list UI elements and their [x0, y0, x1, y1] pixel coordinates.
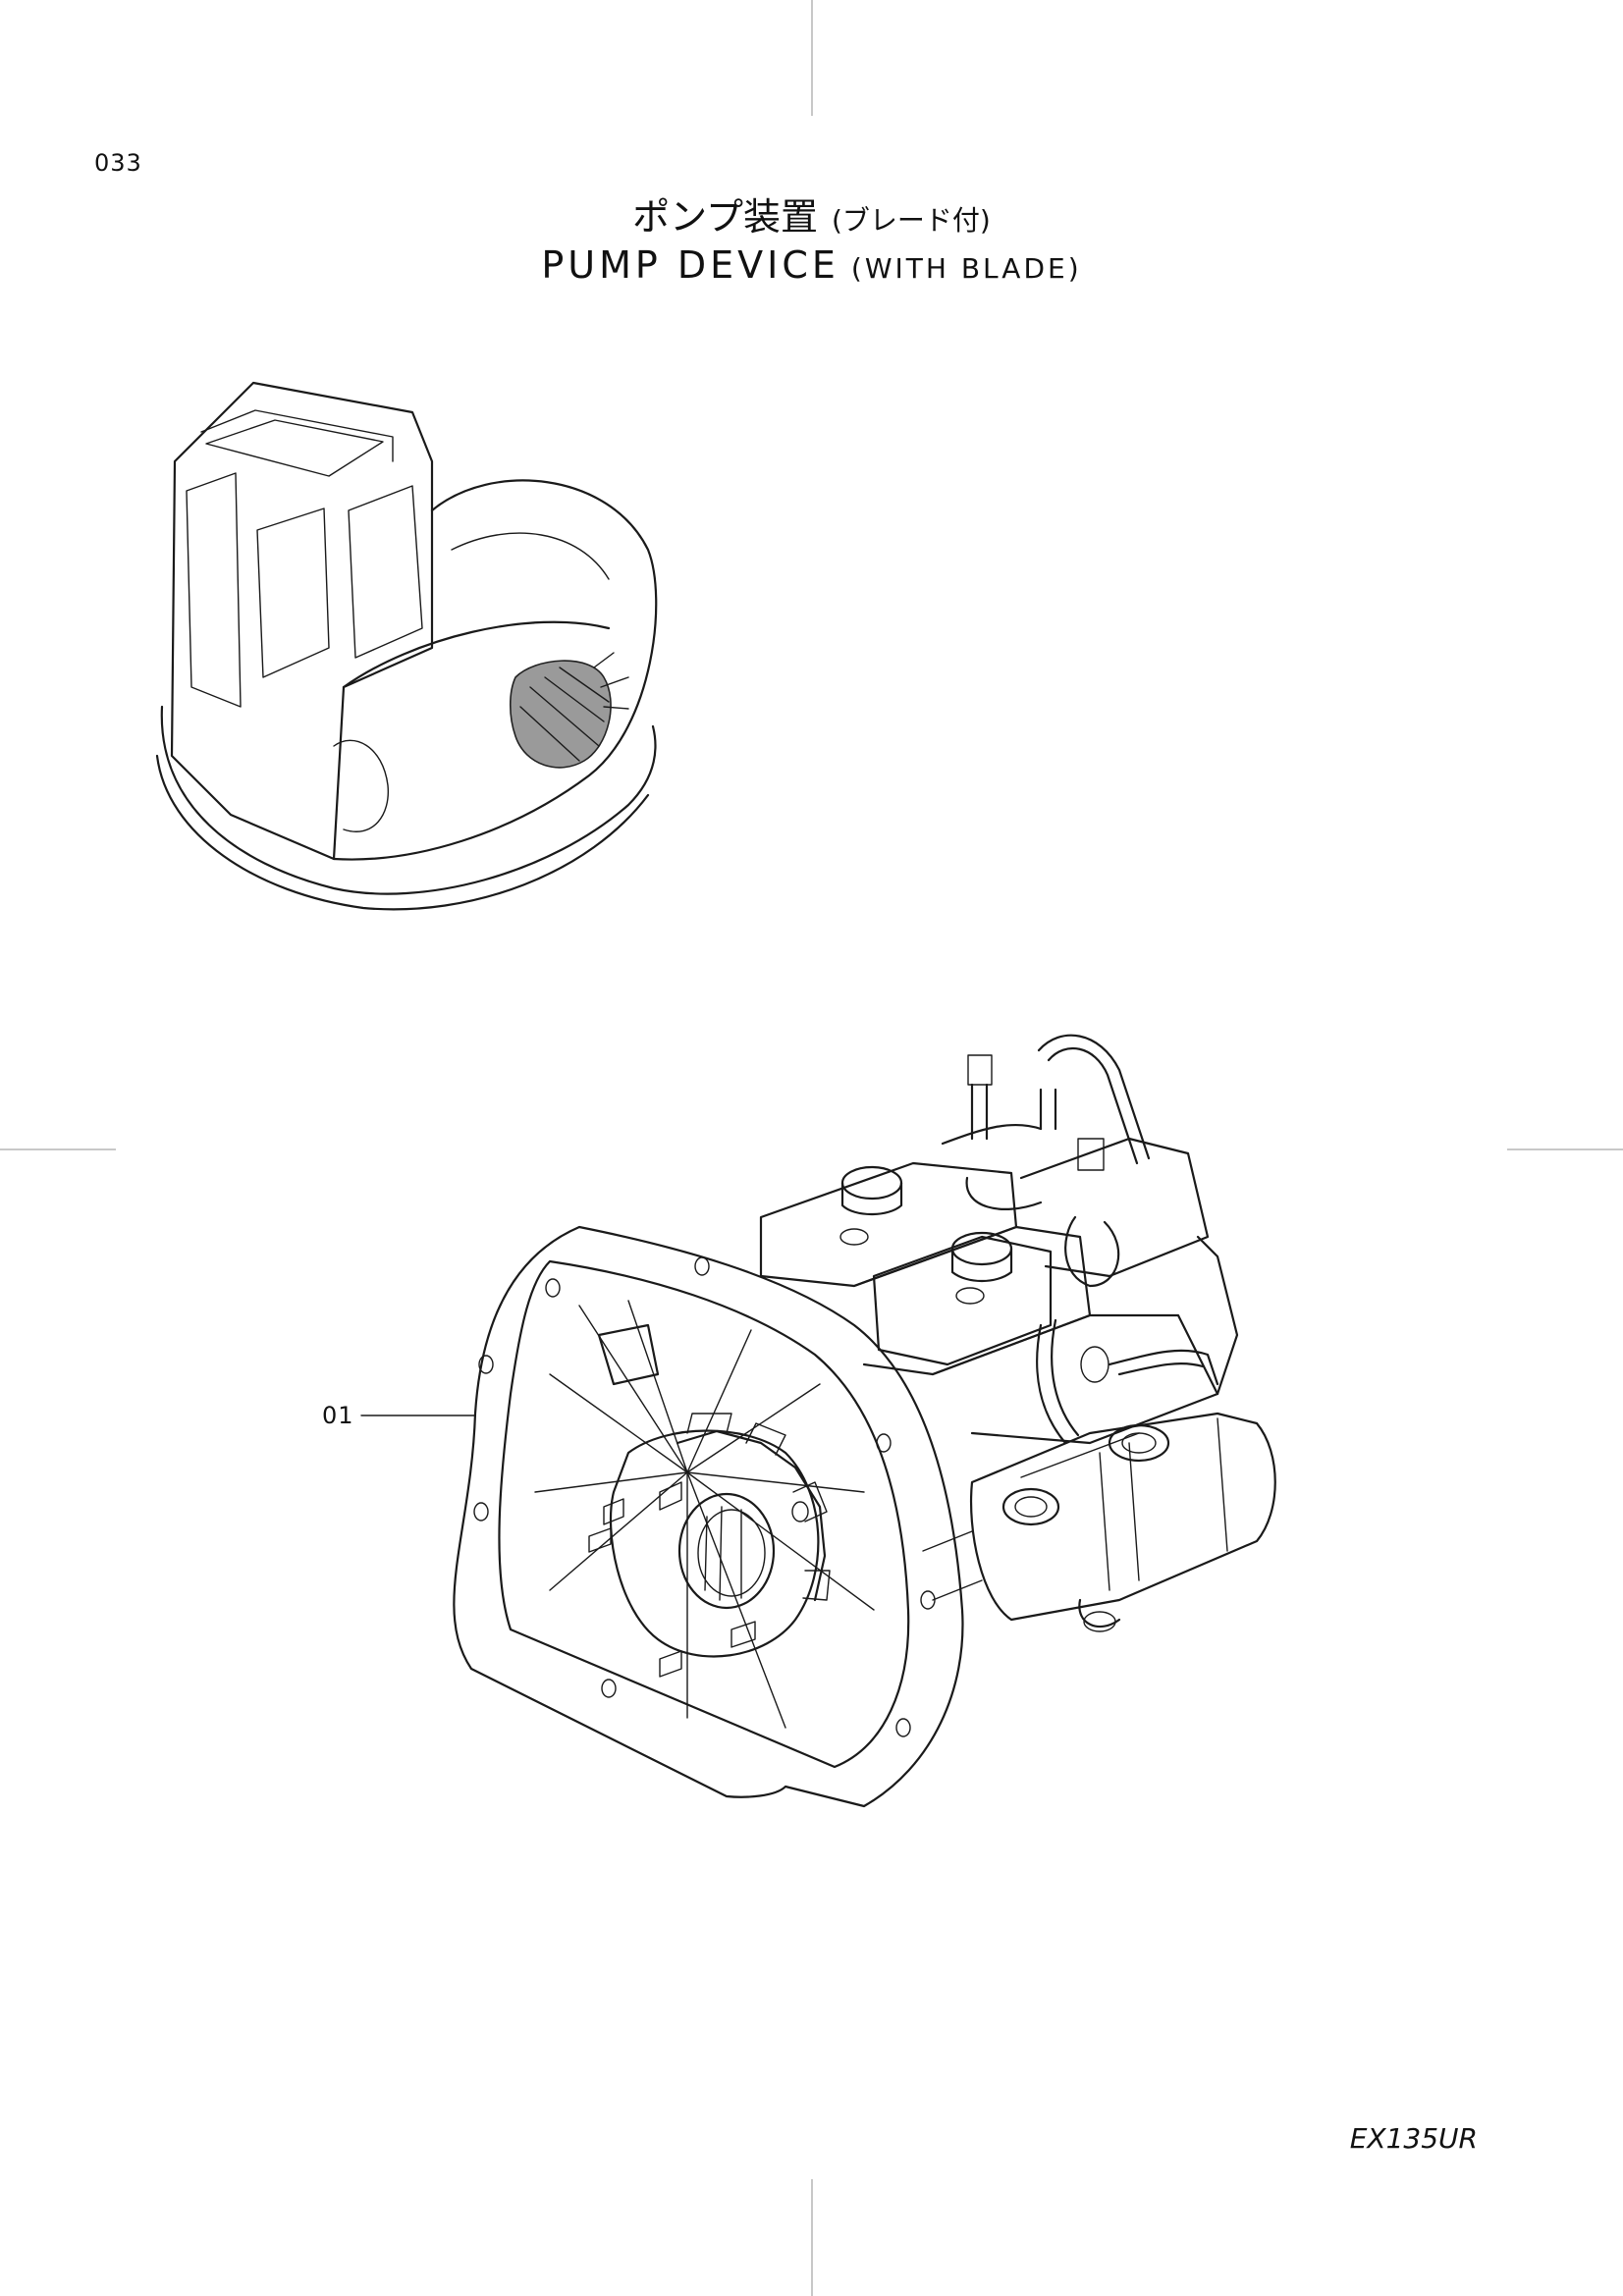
excavator-cab	[170, 381, 434, 861]
callout-label-01: 01	[322, 1402, 354, 1429]
pilot-piping	[941, 1034, 1219, 1445]
crop-mark-right	[1507, 1148, 1623, 1150]
excavator-body	[155, 479, 658, 911]
pump-main-body	[759, 1137, 1239, 1445]
housing-ribs	[534, 1300, 875, 1729]
title-english-main: PUMP DEVICE	[541, 243, 839, 287]
crop-mark-bottom	[811, 2179, 813, 2296]
title-japanese-main: ポンプ装置	[632, 195, 818, 239]
model-name: EX135UR	[1349, 2122, 1478, 2155]
crop-mark-top	[811, 0, 813, 116]
coupling-hub	[609, 1413, 831, 1658]
title-japanese-sub: (ブレード付)	[832, 204, 991, 237]
title-english: PUMP DEVICE (WITH BLADE)	[0, 243, 1623, 287]
hub-studs	[588, 1481, 756, 1678]
crop-mark-left	[0, 1148, 116, 1150]
title-japanese: ポンプ装置 (ブレード付)	[0, 187, 1623, 240]
page-number: 033	[94, 149, 142, 177]
title-english-sub: (WITH BLADE)	[850, 252, 1082, 285]
regulator-caps	[839, 1165, 1013, 1305]
pump-location-highlight	[509, 652, 629, 769]
gear-pump	[922, 1412, 1276, 1632]
bell-housing-flange	[453, 1225, 964, 1808]
